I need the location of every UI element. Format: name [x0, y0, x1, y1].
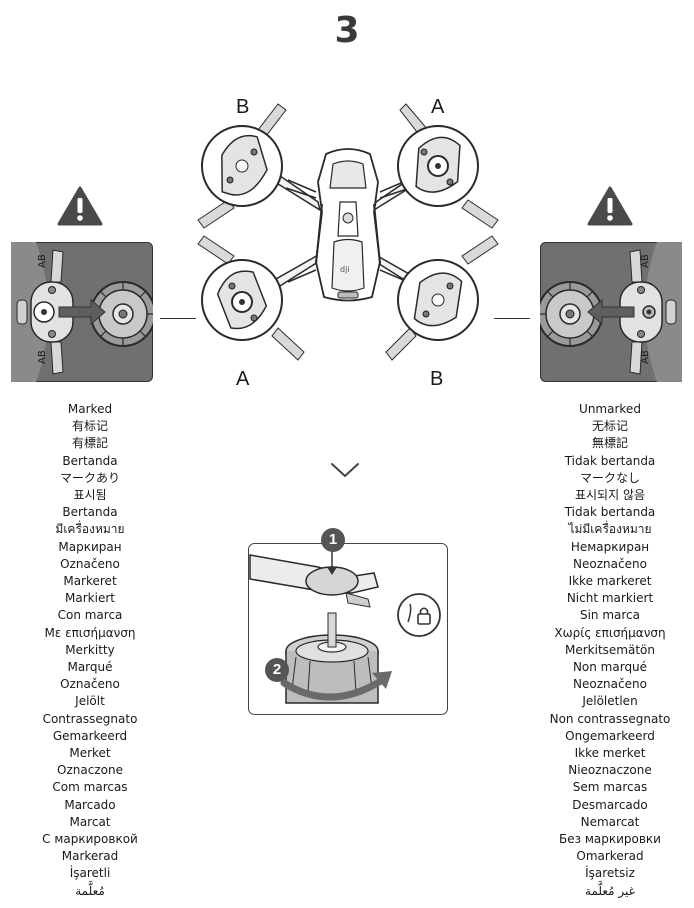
marked-labels-list: Marked 有标记有標記 Bertanda マークあり 표시됨 Bertanda มีเค…	[0, 401, 180, 900]
step-number: 3	[334, 10, 360, 51]
unmarked-label: ไม่มีเครื่องหมาย	[568, 522, 652, 537]
propeller-label-top-left: B	[236, 96, 250, 118]
marked-label: 표시됨	[73, 488, 107, 503]
unmarked-label: Без маркировки	[559, 832, 661, 847]
marked-label: Merkitty	[65, 642, 115, 657]
propeller-label-bottom-left: A	[236, 368, 250, 390]
marked-label: Marcado	[64, 797, 116, 812]
marked-label: Označeno	[60, 556, 120, 571]
marked-label: Gemarkeerd	[52, 728, 128, 743]
marked-label: Bertanda	[62, 453, 118, 468]
marked-label: Con marca	[57, 608, 123, 623]
unmarked-label: Jelöletlen	[582, 694, 638, 709]
marked-label: 有标记	[71, 419, 108, 434]
step-marker-2: 2	[265, 658, 289, 682]
unmarked-label: Nieoznaczone	[568, 763, 652, 778]
marked-label: Contrassegnato	[42, 711, 138, 726]
svg-text:AB: AB	[37, 350, 48, 364]
unmarked-label: Omarkerad	[576, 849, 644, 864]
marked-label: Marqué	[67, 660, 113, 675]
unmarked-label: Nicht markiert	[566, 591, 654, 606]
unmarked-labels-list: Unmarked 无标记無標記 Tidak bertanda マークなし 표시되지 않음…	[520, 401, 694, 900]
connector-line	[494, 318, 530, 319]
unmarked-label: マークなし	[579, 470, 640, 485]
marked-label: 有標記	[71, 436, 108, 451]
unmarked-label: Sin marca	[579, 608, 641, 623]
propeller-label-top-right: A	[431, 96, 445, 118]
unmarked-label: İşaretsiz	[585, 866, 635, 881]
marked-label: Com marcas	[52, 780, 128, 795]
unmarked-label: Unmarked	[579, 402, 641, 416]
unmarked-label: Neoznačeno	[573, 677, 647, 692]
marked-label: مُعلَّمة	[75, 883, 105, 898]
marked-label: Με επισήμανση	[44, 625, 136, 640]
marked-label: Bertanda	[62, 505, 118, 520]
marked-label: マークあり	[59, 470, 120, 485]
warning-triangle-icon	[587, 186, 633, 226]
unmarked-label: Tidak bertanda	[564, 505, 656, 520]
marked-label: С маркировкой	[42, 832, 138, 847]
marked-label: Merket	[69, 746, 111, 761]
unmarked-label: Tidak bertanda	[564, 453, 656, 468]
step-marker-1: 1	[321, 528, 345, 552]
unmarked-label: Non marqué	[572, 660, 648, 675]
unmarked-label: Non contrassegnato	[549, 711, 671, 726]
lock-icon	[396, 592, 442, 638]
unmarked-label: Neoznačeno	[573, 556, 647, 571]
marked-label: Markiert	[65, 591, 115, 606]
unmarked-label: غير مُعلَّمة	[585, 883, 635, 898]
propeller-label-bottom-right: B	[430, 368, 444, 390]
marked-label: Markerad	[61, 849, 119, 864]
marked-label: มีเครื่องหมาย	[55, 522, 125, 537]
unmarked-label: Ikke markeret	[568, 574, 652, 589]
connector-line	[160, 318, 196, 319]
propeller-top-right	[397, 103, 499, 229]
marked-label: Označeno	[60, 677, 120, 692]
unmarked-propeller-detail: AB AB	[540, 242, 682, 382]
propeller-bottom-left	[197, 235, 305, 361]
marked-label: Marked	[67, 402, 113, 416]
chevron-down-icon	[330, 462, 360, 478]
marked-label: Marcat	[69, 814, 111, 829]
svg-text:AB: AB	[640, 254, 651, 268]
marked-label: Маркиран	[58, 539, 122, 554]
installation-detail	[248, 543, 448, 715]
marked-label: İşaretli	[69, 866, 111, 881]
unmarked-label: Desmarcado	[572, 797, 648, 812]
marked-label: Jelölt	[75, 694, 105, 709]
svg-text:AB: AB	[37, 254, 48, 268]
marked-propeller-detail: AB AB	[11, 242, 153, 382]
unmarked-label: Немаркиран	[570, 539, 650, 554]
marked-label: Markeret	[63, 574, 117, 589]
propeller-top-left	[197, 103, 287, 229]
warning-triangle-icon	[57, 186, 103, 226]
svg-text:dji: dji	[340, 265, 350, 274]
drone-top-view: dji	[188, 92, 508, 372]
svg-text:AB: AB	[640, 350, 651, 364]
unmarked-label: Merkitsemätön	[565, 642, 655, 657]
marked-label: Oznaczone	[57, 763, 123, 778]
unmarked-label: Ongemarkeerd	[565, 728, 655, 743]
unmarked-label: 无标记	[591, 419, 628, 434]
unmarked-label: Χωρίς επισήμανση	[554, 625, 666, 640]
unmarked-label: Nemarcat	[580, 814, 640, 829]
unmarked-label: 표시되지 않음	[574, 488, 646, 503]
unmarked-label: Sem marcas	[572, 780, 648, 795]
unmarked-label: 無標記	[591, 436, 628, 451]
propeller-bottom-right	[385, 235, 499, 361]
unmarked-label: Ikke merket	[574, 746, 646, 761]
